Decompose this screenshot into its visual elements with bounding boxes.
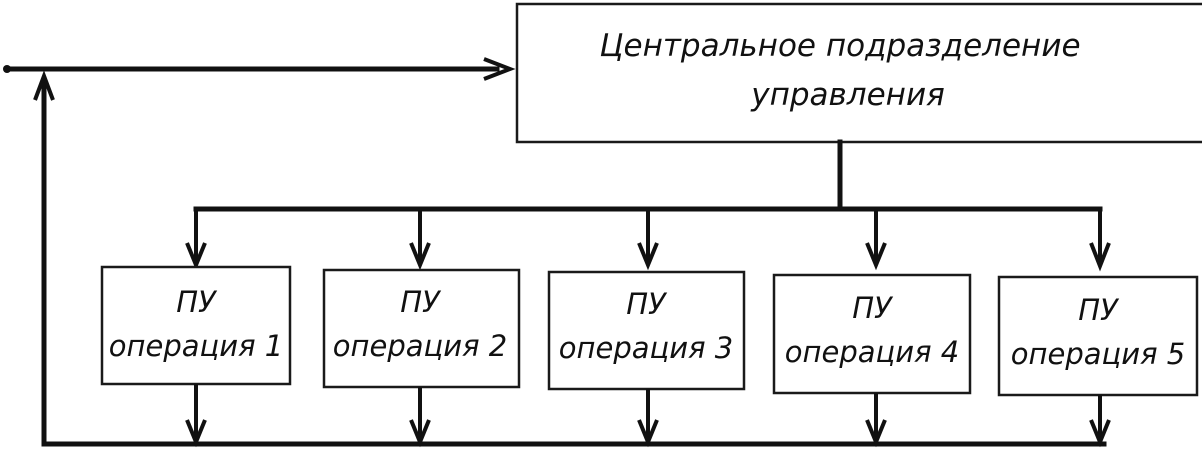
unit-3-out-arrowhead — [637, 419, 659, 448]
unit-3-abbr: ПУ — [626, 287, 668, 321]
unit-1-box — [100, 265, 292, 386]
operation-unit-2: ПУ операция 2 — [322, 209, 521, 448]
unit-3-feed-arrowhead — [637, 242, 659, 271]
unit-5-name: операция 5 — [1011, 337, 1185, 371]
operation-unit-3: ПУ операция 3 — [547, 209, 746, 448]
unit-2-abbr: ПУ — [400, 285, 442, 319]
feedback-riser-arrowhead — [33, 70, 55, 101]
central-unit-label-line1: Центральное подразделение — [599, 28, 1080, 64]
input-arrowhead — [483, 57, 516, 81]
unit-5-out-arrowhead — [1089, 419, 1111, 448]
central-unit: Центральное подразделение управления — [515, 2, 1202, 144]
central-unit-box — [515, 2, 1202, 144]
unit-1-abbr: ПУ — [176, 285, 218, 319]
feedback-riser — [33, 70, 55, 447]
unit-5-box — [997, 275, 1199, 397]
operation-unit-1: ПУ операция 1 — [100, 209, 292, 448]
unit-5-feed-arrowhead — [1089, 242, 1111, 272]
operation-unit-4: ПУ операция 4 — [772, 209, 972, 448]
feedback-input-line — [3, 57, 516, 81]
input-terminal-dot — [3, 65, 11, 73]
unit-1-out-arrowhead — [185, 419, 207, 448]
unit-5-abbr: ПУ — [1078, 293, 1120, 327]
unit-2-out-arrowhead — [409, 419, 431, 448]
unit-2-feed-arrowhead — [409, 242, 431, 271]
unit-3-name: операция 3 — [559, 331, 733, 365]
unit-1-feed-arrowhead — [185, 242, 207, 271]
unit-4-out-arrowhead — [865, 419, 887, 448]
unit-2-name: операция 2 — [333, 329, 507, 363]
unit-4-box — [772, 273, 972, 395]
operation-unit-5: ПУ операция 5 — [997, 209, 1199, 448]
unit-4-feed-arrowhead — [865, 242, 887, 271]
unit-4-name: операция 4 — [785, 335, 959, 369]
unit-3-box — [547, 270, 746, 391]
central-unit-label-line2: управления — [750, 77, 945, 113]
unit-1-name: операция 1 — [109, 329, 283, 363]
unit-4-abbr: ПУ — [852, 291, 894, 325]
